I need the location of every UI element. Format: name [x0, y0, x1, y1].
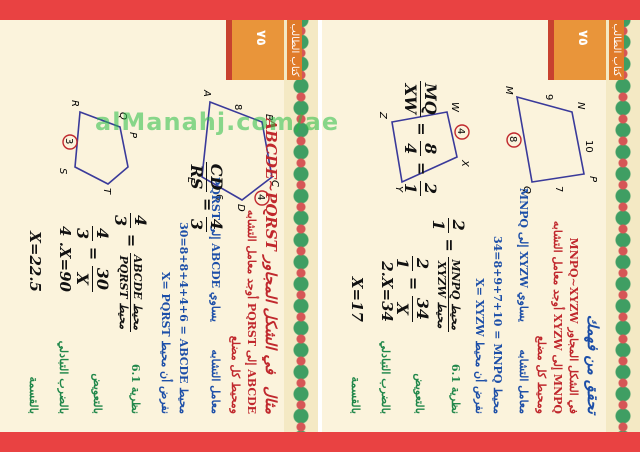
badge-label: كتاب الطالب	[609, 20, 624, 80]
task-text: أوجد معامل التشابه XYZW إلى MNPQ	[551, 220, 564, 414]
vertex-z: Z	[377, 111, 388, 120]
divide-label: بالقسمة	[349, 376, 362, 414]
vertex-e: E	[185, 177, 196, 184]
right-page: كتاب الطالب ٧٥ M N P Q 10 9 7 8 W X Y Z	[322, 20, 640, 432]
side-label-ab: 8	[232, 104, 243, 110]
perimeter-mnpq: 34=8+9+7+10 = MNPQ محيط	[491, 236, 504, 414]
decorative-border	[284, 20, 318, 432]
divide-label: بالقسمة	[27, 376, 40, 414]
task-text-2: ومحيط كل مضلع	[535, 335, 548, 414]
highlight-circle	[254, 190, 270, 206]
assume-perimeter: X= XYZW نفرض أن محيط	[473, 278, 486, 414]
left-page-content: كتاب الطالب ٧٥ A B C D E 8 4 6 P Q R S T	[0, 20, 318, 432]
side-label-mq: 8	[507, 136, 518, 142]
vertex-m: M	[503, 86, 514, 95]
side-label-rs: 3	[63, 138, 74, 144]
scale-relation: MNPQ إلى XYZW يساوي	[517, 187, 530, 322]
vertex-r: R	[69, 100, 80, 107]
pentagon-pqrst	[74, 110, 129, 185]
quadrilateral-figures: M N P Q 10 9 7 8 W X Y Z 4	[377, 86, 598, 194]
cross-result: 4 .X=90	[56, 226, 74, 292]
quad-wxyz	[391, 111, 458, 184]
vertex-t: T	[101, 188, 112, 195]
right-page-content: كتاب الطالب ٧٥ M N P Q 10 9 7 8 W X Y Z	[322, 20, 640, 432]
check-heading: تحقق من فهمك	[584, 314, 602, 414]
bottom-red-bar	[0, 432, 640, 452]
assume-perimeter: X= PQRST نفرض أن محيط	[159, 271, 172, 414]
vertex-q: Q	[117, 112, 128, 120]
cross-multiply-label: بالضرب التبادلي	[57, 340, 70, 414]
side-label-wx: 4	[455, 128, 466, 134]
decorative-border	[606, 20, 640, 432]
page-divider	[318, 20, 322, 432]
side-label-pq: 7	[553, 186, 564, 192]
highlight-circle	[62, 134, 78, 150]
vertex-p: P	[587, 176, 598, 183]
example-heading: مثال	[262, 385, 280, 414]
vertex-x: X	[459, 159, 470, 168]
top-red-bar	[0, 0, 640, 20]
similarity-statement: MNPQ∼XYZW في الشكل المجاور	[567, 237, 580, 414]
final-answer: X=22.5	[26, 231, 44, 292]
cross-result: 2.X=34	[378, 261, 396, 322]
page-badge: كتاب الطالب ٧٥	[548, 20, 624, 80]
quad-mnpq	[515, 95, 585, 183]
vertex-b: B	[263, 114, 274, 121]
scale-label: معامل التشابه	[209, 349, 222, 414]
page-badge: كتاب الطالب ٧٥	[226, 20, 302, 80]
vertex-a: A	[201, 89, 212, 97]
cross-multiply-label: بالضرب التبادلي	[379, 340, 392, 414]
final-answer: X=17	[348, 276, 366, 322]
substitute-label: بالتعويض	[413, 373, 426, 414]
highlight-circle	[454, 124, 470, 140]
left-page: كتاب الطالب ٧٥ A B C D E 8 4 6 P Q R S T	[0, 20, 318, 432]
scale-label: معامل التشابه	[517, 349, 530, 414]
vertex-s: S	[57, 168, 68, 175]
vertex-w: W	[449, 102, 460, 113]
side-label-np: 10	[583, 140, 594, 153]
pentagon-figures: A B C D E 8 4 6 P Q R S T 3	[57, 89, 280, 212]
page-number: ٧٥	[253, 30, 268, 46]
badge-label: كتاب الطالب	[287, 20, 302, 80]
theorem-label: نظرية 6.1	[449, 363, 462, 414]
task-text: أوجد معامل التشابه PQRST إلى ABCDE	[245, 209, 258, 414]
page-number: ٧٥	[575, 30, 590, 46]
side-label-mn: 9	[543, 94, 554, 100]
substitute-label: بالتعويض	[91, 373, 104, 414]
similarity-statement: ABCDE∼PQRST في الشكل المجاور	[262, 118, 280, 374]
vertex-d: D	[235, 204, 246, 212]
vertex-c: C	[269, 180, 280, 187]
vertex-y: Y	[393, 186, 404, 193]
theorem-label: نظرية 6.1	[129, 363, 142, 414]
vertex-p: P	[127, 132, 138, 139]
task-text-2: ومحيط كل مضلع	[229, 335, 242, 414]
side-label-de: 6	[213, 194, 224, 200]
pentagon-abcde	[201, 100, 273, 201]
vertex-n: N	[575, 102, 586, 110]
highlight-circle	[506, 132, 522, 148]
vertex-q: Q	[521, 186, 532, 194]
perimeter-abcde: 30=8+8+4+4+6 = ABCDE محيط	[177, 222, 190, 414]
watermark-text: alManahj.com/ae	[95, 108, 340, 136]
side-label-cd: 4	[255, 194, 266, 200]
